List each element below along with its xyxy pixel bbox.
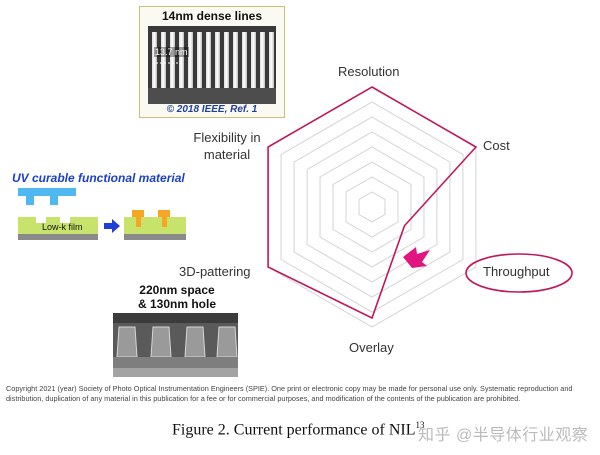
- uv-material-title: UV curable functional material: [12, 171, 185, 185]
- sem-lines-image: [148, 26, 276, 104]
- radar-axis-label: Overlay: [349, 340, 394, 355]
- figure-caption: Figure 2. Current performance of NIL13: [172, 420, 424, 439]
- radar-grid-ring: [293, 116, 451, 298]
- throughput-highlight-ellipse: [465, 253, 573, 293]
- radar-series-line: [267, 86, 478, 320]
- radar-axis-label: 3D-pattering: [179, 264, 251, 279]
- radar-grid-ring: [332, 161, 412, 253]
- sem-image-credit: © 2018 IEEE, Ref. 1: [166, 104, 258, 115]
- caption-text: Figure 2. Current performance of NIL: [172, 421, 416, 439]
- radar-grid-ring: [358, 191, 386, 223]
- hole-title-line2: & 130nm hole: [137, 297, 217, 311]
- radar-grid-ring: [280, 101, 464, 313]
- radar-axis-label: Resolution: [338, 64, 400, 79]
- radar-grid-ring: [306, 131, 438, 283]
- caption-superscript: 13: [415, 420, 425, 430]
- uv-process-diagram: [18, 188, 186, 240]
- sem-image-title: 14nm dense lines: [161, 9, 263, 23]
- copyright-notice: Copyright 2021 (year) Society of Photo O…: [6, 384, 573, 403]
- sem-measure-label: 13.7 nm: [154, 47, 189, 57]
- radar-axis-label: Flexibility in material: [193, 130, 261, 162]
- hole-sem-image: [113, 313, 238, 377]
- radar-grid-ring: [345, 176, 399, 238]
- radar-axis-label: Throughput: [483, 264, 550, 279]
- throughput-arrow: [403, 247, 430, 268]
- low-k-film-label: Low-k film: [42, 222, 83, 232]
- radar-grid-ring: [267, 86, 477, 328]
- hole-image-title: 220nm space & 130nm hole: [122, 283, 232, 311]
- radar-grid-ring: [319, 146, 425, 268]
- radar-axis-label: Cost: [483, 138, 510, 153]
- watermark: 知乎 @半导体行业观察: [418, 427, 589, 444]
- sem-image-panel: 14nm dense lines 13.7 nm © 2018 IEEE, Re…: [139, 6, 285, 118]
- hole-title-line1: 220nm space: [139, 283, 215, 297]
